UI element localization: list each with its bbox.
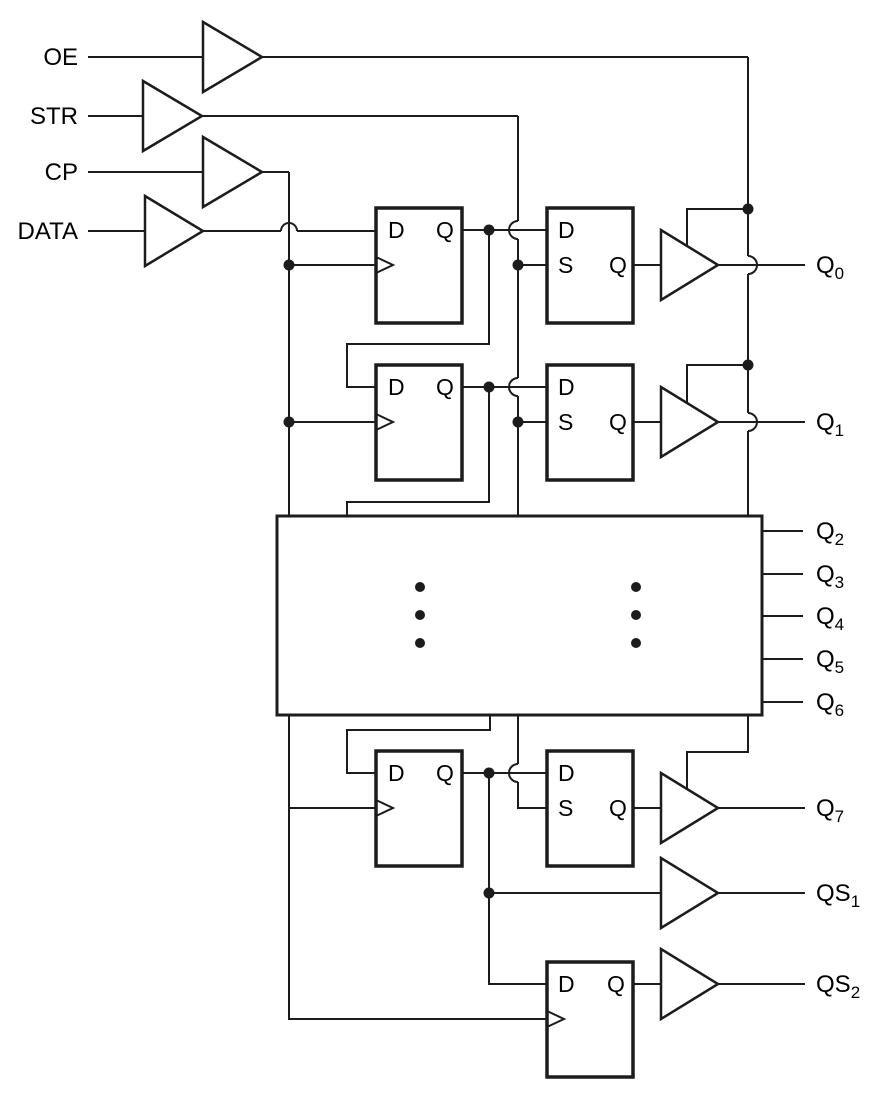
route-stage2-to-box (346, 387, 490, 516)
latch3-pin-d: D (558, 760, 575, 786)
qs2-buffer-icon (659, 946, 721, 1022)
ellipsis-dot (415, 582, 425, 592)
latch1-pin-q: Q (609, 252, 627, 278)
q7-tristate-buffer-icon (659, 770, 721, 846)
output-label-q3: Q3 (816, 561, 844, 592)
output-label-q1: Q1 (816, 409, 844, 440)
data-buffer-icon (143, 193, 206, 269)
junction-dot (742, 203, 754, 215)
dff2-pin-d: D (388, 374, 405, 400)
dff1-pin-q: Q (436, 217, 454, 243)
junction-dot (483, 887, 495, 899)
dff1-pin-d: D (388, 217, 405, 243)
latch2-box (545, 363, 635, 482)
ellipsis-dot (631, 582, 641, 592)
output-label-q2: Q2 (816, 518, 844, 549)
latch3-pin-q: Q (609, 795, 627, 821)
ellipsis-dot (631, 610, 641, 620)
dff3-pin-d: D (388, 760, 405, 786)
oe-buffer-icon (201, 19, 265, 95)
output-label-q6: Q6 (816, 689, 844, 720)
latch1-pin-d: D (558, 217, 575, 243)
output-label-qs1: QS1 (816, 880, 860, 911)
latch2-pin-s: S (558, 409, 573, 435)
ellipsis-dot (631, 638, 641, 648)
qs1-buffer-icon (659, 855, 721, 931)
input-label-oe: OE (43, 44, 78, 71)
output-label-q4: Q4 (816, 603, 844, 634)
output-label-qs2: QS2 (816, 971, 860, 1002)
q0-tristate-buffer-icon (659, 227, 721, 303)
dff3-pin-q: Q (436, 760, 454, 786)
input-label-data: DATA (18, 218, 78, 245)
ellipsis-dot (415, 610, 425, 620)
dff2-pin-q: Q (436, 374, 454, 400)
output-label-q0: Q0 (816, 252, 844, 283)
junction-dot (512, 416, 524, 428)
clock-chevron-icon (546, 1010, 567, 1028)
junction-dot (283, 416, 295, 428)
qs2-dff-pin-d: D (558, 971, 575, 997)
oe-rail (686, 57, 749, 790)
clock-chevron-icon (375, 799, 396, 817)
qs2-dff-pin-q: Q (607, 971, 625, 997)
latch1-pin-s: S (558, 252, 573, 278)
latch1-box (545, 206, 635, 325)
route-stage1-to-stage2 (346, 230, 490, 388)
output-label-q7: Q7 (816, 795, 844, 826)
str-buffer-icon (141, 78, 205, 154)
junction-dot (283, 259, 295, 271)
qs2-dff-box (545, 960, 635, 1079)
str-rail (517, 116, 547, 809)
oe-enable-tap-q0 (686, 208, 748, 247)
repeated-stages-box (275, 514, 764, 717)
oe-enable-tap-q1 (686, 364, 748, 404)
latch2-pin-q: Q (609, 409, 627, 435)
q1-tristate-buffer-icon (659, 384, 721, 460)
route-stage7-to-qs2 (488, 773, 547, 985)
cp-rail (288, 172, 547, 1020)
latch3-box (545, 749, 635, 868)
junction-dot (512, 259, 524, 271)
clock-chevron-icon (375, 413, 396, 431)
input-label-str: STR (30, 103, 78, 130)
cp-buffer-icon (201, 134, 265, 210)
route-box-to-stage7 (346, 715, 491, 774)
latch2-pin-d: D (558, 374, 575, 400)
clock-chevron-icon (375, 256, 396, 274)
input-label-cp: CP (45, 159, 78, 186)
ellipsis-dot (415, 638, 425, 648)
latch3-pin-s: S (558, 795, 573, 821)
output-label-q5: Q5 (816, 646, 844, 677)
junction-dot (742, 359, 754, 371)
